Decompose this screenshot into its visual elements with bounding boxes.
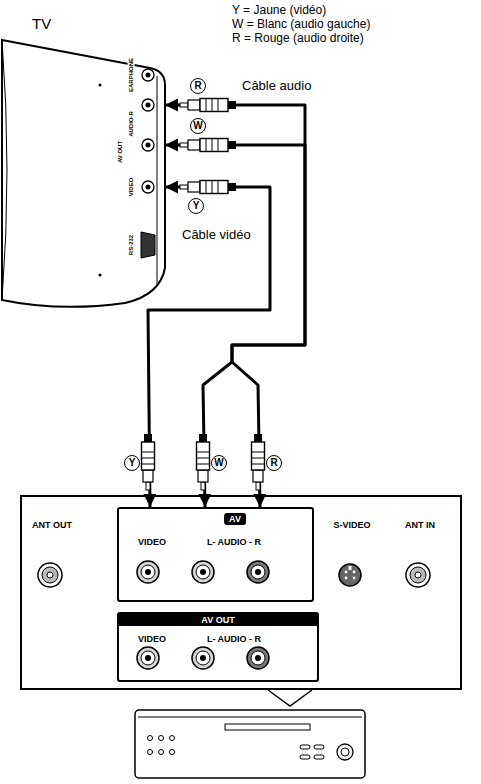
vcr bbox=[135, 710, 365, 778]
port-label: VIDEO bbox=[138, 634, 166, 644]
port-label: ANT OUT bbox=[32, 520, 72, 530]
plug-letter: R bbox=[190, 78, 206, 94]
legend-note: Y = Jaune (vidéo) bbox=[232, 4, 326, 18]
tv-panel-curve bbox=[2, 40, 7, 300]
plug-letter: W bbox=[211, 455, 227, 471]
tv-jack bbox=[142, 181, 154, 193]
tv-dot bbox=[99, 84, 102, 87]
plug-letter: Y bbox=[188, 198, 204, 214]
rca-jack bbox=[247, 561, 269, 583]
rca-jack bbox=[192, 647, 214, 669]
cable-line bbox=[165, 145, 305, 507]
rca-jack bbox=[192, 561, 214, 583]
rca-plug bbox=[197, 434, 210, 490]
device-name: TV bbox=[32, 15, 51, 32]
tv-jack bbox=[142, 69, 154, 81]
jack-label: EARPHONE bbox=[128, 57, 135, 93]
av-input-group: AV VIDEO L- AUDIO - R bbox=[117, 507, 314, 602]
plug-letter: W bbox=[190, 118, 206, 134]
tv-panel-outline bbox=[2, 40, 165, 307]
rca-plug bbox=[180, 99, 236, 112]
legend-note: W = Blanc (audio gauche) bbox=[232, 18, 370, 32]
jack-label: RS-232 bbox=[128, 234, 135, 256]
tv-panel: TV bbox=[0, 45, 165, 305]
port-label: L- AUDIO - R bbox=[207, 537, 261, 547]
jack-label: AV OUT bbox=[117, 140, 124, 164]
cable-label: Câble vidéo bbox=[180, 228, 253, 243]
cable-line bbox=[148, 187, 270, 507]
tv-jack bbox=[142, 139, 154, 151]
plug-letter: Y bbox=[124, 455, 140, 471]
av-output-group: AV OUT VIDEO L- AUDIO - R bbox=[117, 612, 319, 682]
cable-label: Câble audio bbox=[240, 79, 313, 94]
group-header: AV OUT bbox=[119, 614, 317, 626]
tv-panel-edge bbox=[157, 76, 158, 285]
pointer bbox=[268, 690, 312, 706]
tv-dot bbox=[99, 274, 102, 277]
port-label: S-VIDEO bbox=[333, 520, 370, 530]
rca-plug bbox=[252, 434, 265, 490]
rca-plug bbox=[142, 434, 155, 490]
cable-line bbox=[165, 105, 305, 507]
group-tab: AV bbox=[224, 513, 246, 525]
rca-jack bbox=[137, 647, 159, 669]
antenna-jack bbox=[38, 563, 62, 587]
port-label: VIDEO bbox=[138, 537, 166, 547]
legend-note: R = Rouge (audio droite) bbox=[232, 32, 364, 46]
edge-group bbox=[148, 105, 305, 507]
antenna-jack bbox=[406, 563, 430, 587]
tv-jack bbox=[142, 99, 154, 111]
rca-jack bbox=[137, 561, 159, 583]
jack-label: AUDIO-R bbox=[128, 110, 135, 138]
svideo-jack bbox=[339, 564, 361, 586]
jack-label: VIDEO bbox=[128, 177, 135, 198]
cable bbox=[148, 187, 270, 507]
rca-plug bbox=[180, 181, 236, 194]
port-label: L- AUDIO - R bbox=[207, 634, 261, 644]
port-label: ANT IN bbox=[405, 520, 435, 530]
rca-plug bbox=[180, 139, 236, 152]
rca-jack bbox=[247, 647, 269, 669]
plug-letter: R bbox=[266, 455, 282, 471]
rear-panel: ANT OUTS-VIDEOANT INAVVIDEOL- AUDIO - RA… bbox=[20, 495, 462, 690]
cable bbox=[165, 105, 305, 507]
rs232-connector bbox=[141, 232, 155, 258]
